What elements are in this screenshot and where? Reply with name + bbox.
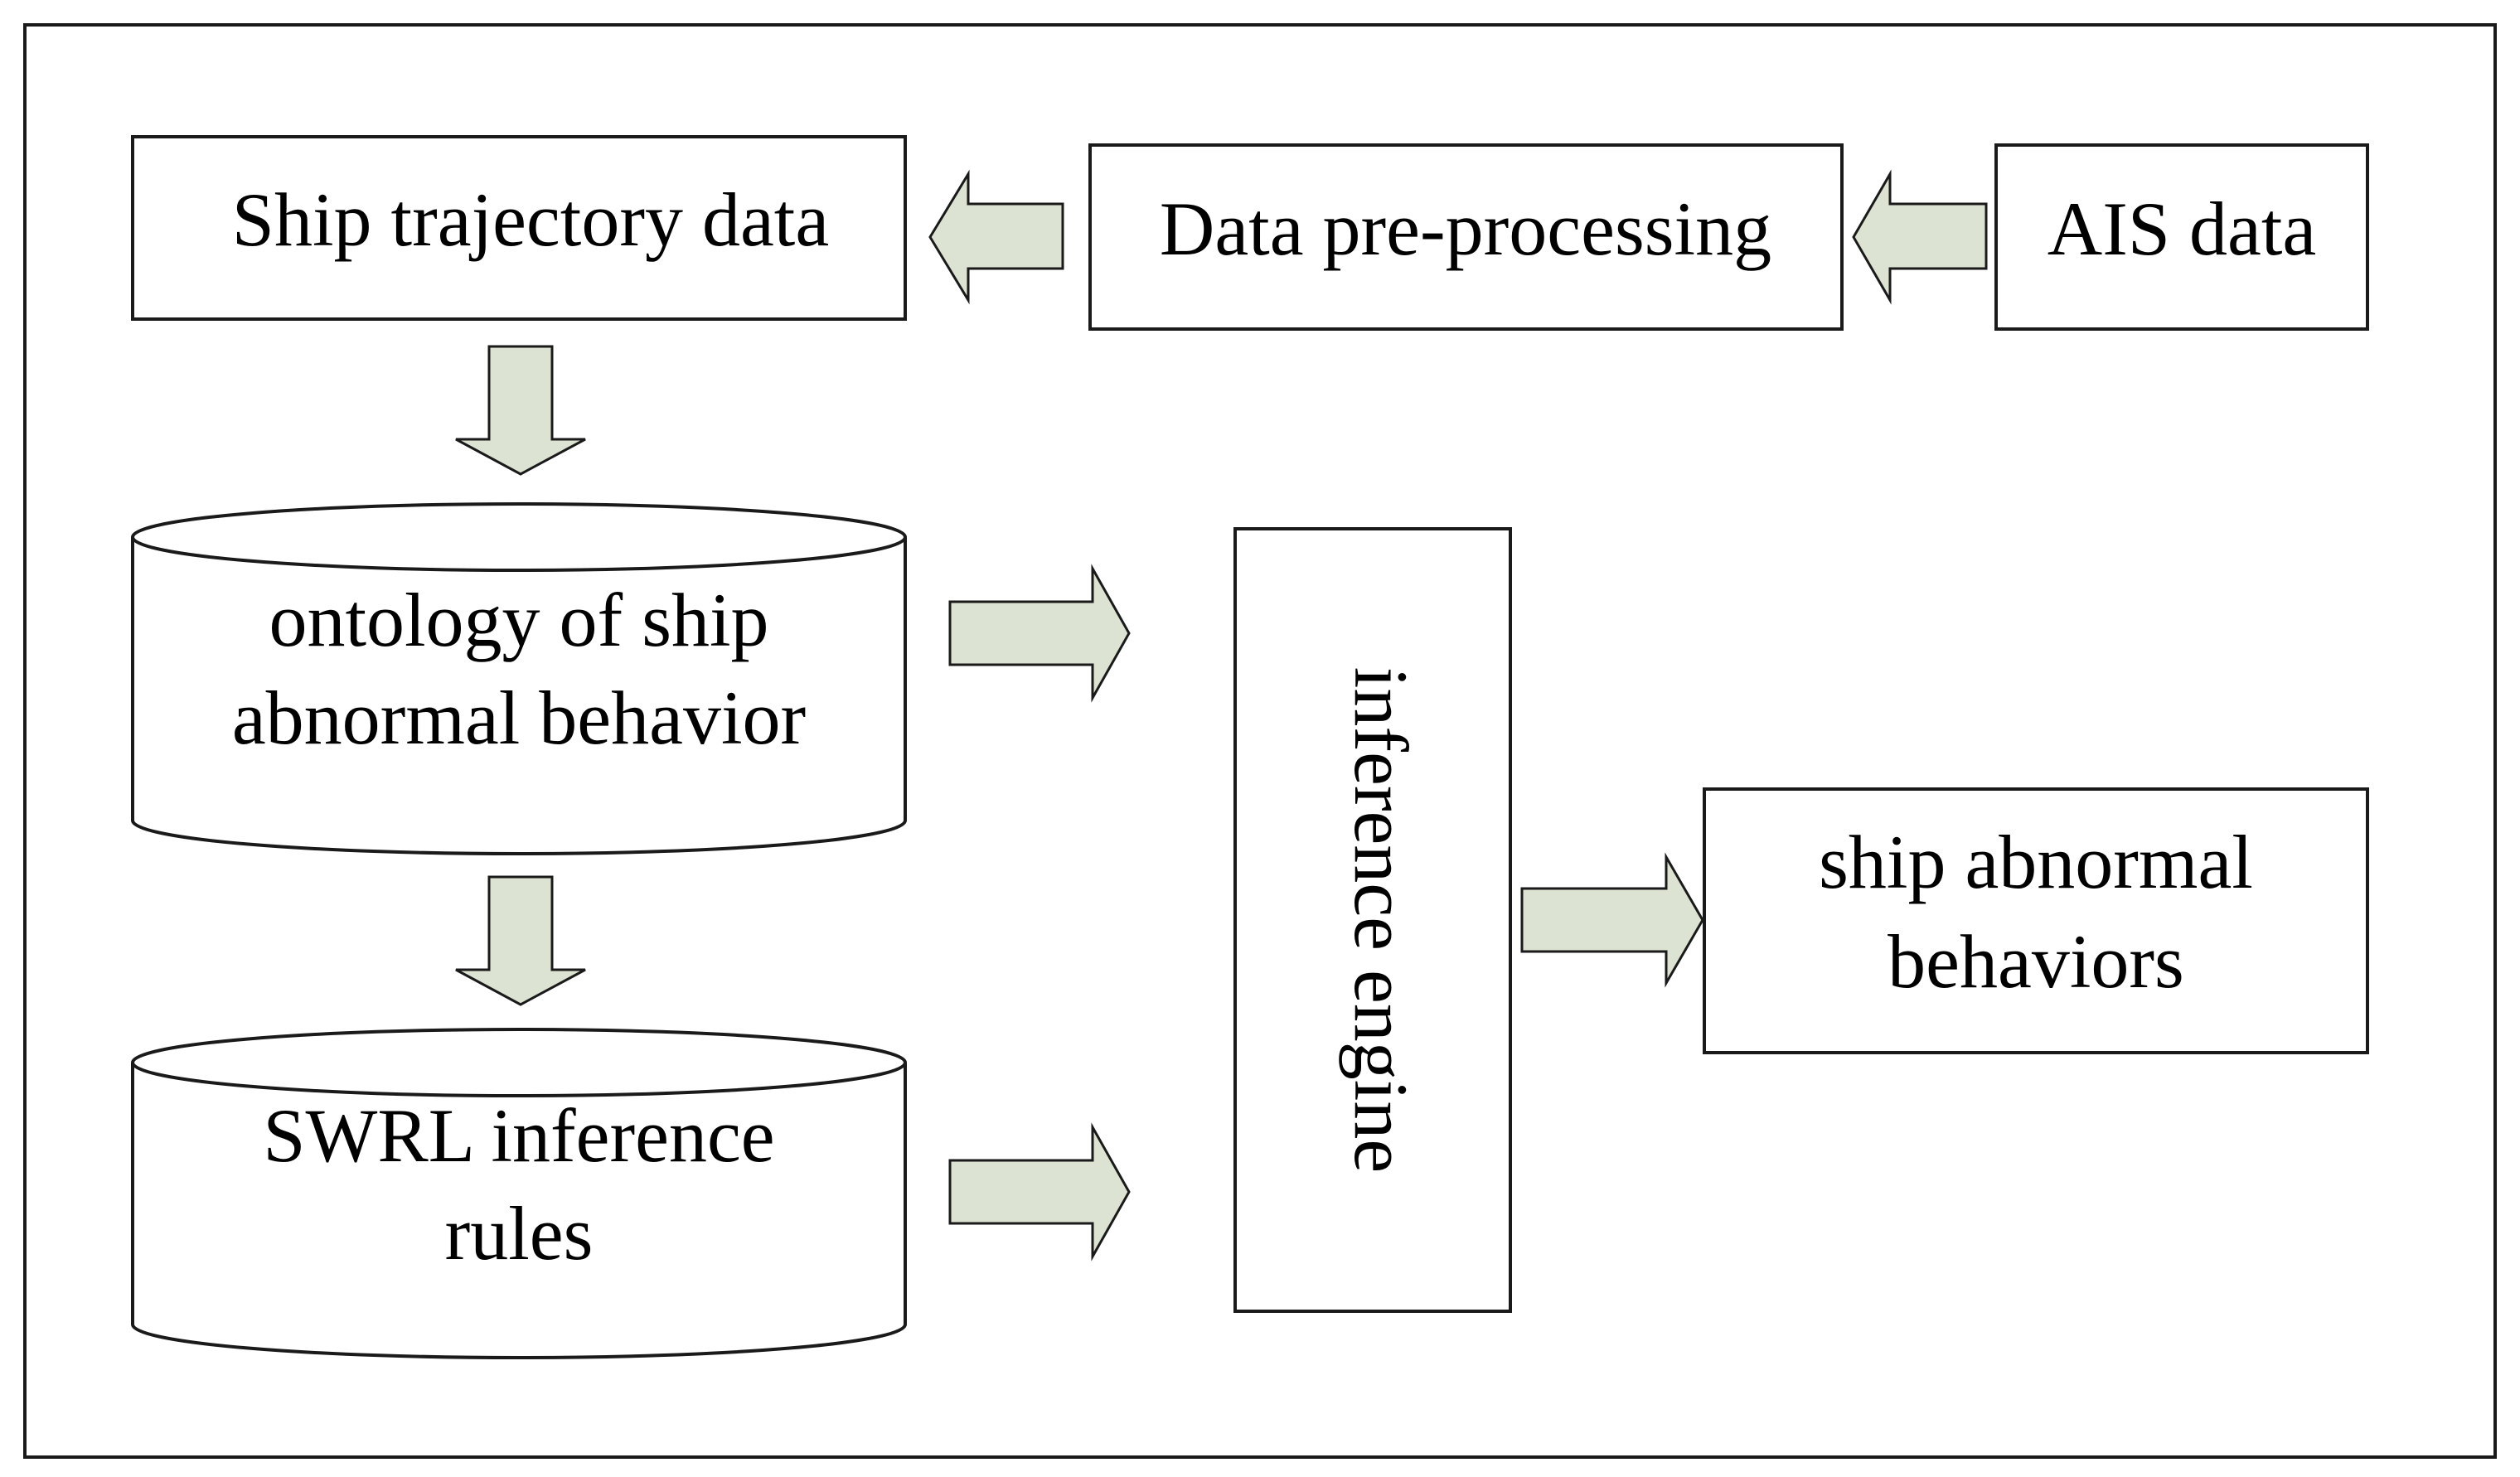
ais-data-label: AIS data xyxy=(2048,186,2316,271)
arrow-preprocessing-to-trajectory xyxy=(928,169,1064,305)
ship-abnormal-behaviors-node: ship abnormal behaviors xyxy=(1703,787,2369,1054)
inference-engine-label: inference engine xyxy=(1339,667,1423,1173)
arrow-ontology-to-swrl xyxy=(455,875,586,1006)
swrl-label-line2: rules xyxy=(445,1191,594,1276)
arrow-trajectory-to-ontology xyxy=(455,345,586,476)
abnormal-behaviors-label-line2: behaviors xyxy=(1888,919,2184,1004)
abnormal-behaviors-label-line1: ship abnormal xyxy=(1819,820,2253,904)
arrow-ais-to-preprocessing xyxy=(1852,169,1988,305)
ontology-label-line1: ontology of ship xyxy=(269,578,768,662)
arrow-ontology-to-engine xyxy=(948,564,1131,703)
arrow-engine-to-behaviors xyxy=(1520,852,1704,988)
ontology-label-line2: abnormal behavior xyxy=(232,676,806,760)
data-pre-processing-label: Data pre-processing xyxy=(1160,186,1771,271)
ais-data-node: AIS data xyxy=(1994,143,2369,331)
arrow-swrl-to-engine xyxy=(948,1122,1131,1262)
swrl-rules-database-node: SWRL inference rules xyxy=(131,1028,907,1359)
data-pre-processing-node: Data pre-processing xyxy=(1088,143,1844,331)
inference-engine-node: inference engine xyxy=(1233,527,1512,1313)
ship-trajectory-data-label: Ship trajectory data xyxy=(232,177,829,262)
ontology-database-node: ontology of ship abnormal behavior xyxy=(131,502,907,855)
ship-trajectory-data-node: Ship trajectory data xyxy=(131,135,907,321)
swrl-label-line1: SWRL inference xyxy=(263,1093,774,1178)
